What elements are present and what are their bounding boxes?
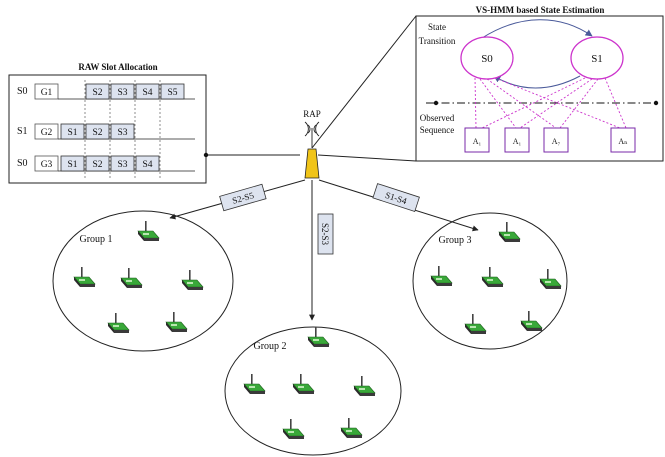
observed-sequence-label-1: Observed (420, 113, 455, 123)
slot-box (135, 155, 160, 172)
slot-label: S1 (67, 160, 77, 170)
raw-row-3: S0 G3 S1 S2 S3 S4 (17, 155, 195, 172)
slot-box (160, 83, 185, 100)
sensor-node-icon (181, 269, 204, 291)
connector-hmm-top (311, 15, 417, 149)
state-transition-label-2: Transition (419, 36, 456, 46)
group-box (34, 123, 59, 140)
row-state: S0 (17, 158, 28, 169)
transition-s0-s1 (481, 19, 593, 39)
observation-box (543, 127, 569, 153)
slot-label: S4 (142, 160, 152, 170)
sensor-node-icon (120, 267, 143, 289)
sensor-node-icon (73, 266, 96, 288)
link-label-3: S1-S4 (372, 183, 420, 212)
slot-label: S5 (167, 88, 177, 98)
rap-label: RAP (303, 109, 321, 119)
slot-box (110, 123, 135, 140)
sensor-node-icon (165, 311, 188, 333)
observation-label: A₇ (552, 137, 561, 146)
group-1-boundary (52, 210, 234, 352)
link-label-2: S2-S3 (317, 213, 334, 255)
sensor-node-icon (539, 268, 562, 290)
slot-label: S2 (92, 128, 102, 138)
rap-body (304, 148, 320, 179)
row-state: S0 (17, 86, 28, 97)
sensor-node-icon (340, 417, 363, 439)
link-label-1: S2-S5 (219, 183, 267, 212)
slot-label: S3 (117, 160, 127, 170)
raw-row-2: S1 G2 S1 S2 S3 (17, 123, 195, 140)
sensor-node-icon (520, 310, 543, 332)
group-1-cluster: Group 1 (52, 210, 234, 352)
slot-boundaries (84, 80, 161, 178)
sensor-node-icon (292, 373, 315, 395)
slot-box (110, 155, 135, 172)
slot-label: S2 (92, 160, 102, 170)
slot-label: S1 (67, 128, 77, 138)
connector-hmm-bottom (317, 154, 417, 162)
observation-label: A₁ (513, 137, 522, 146)
state-s1-label: S1 (591, 53, 603, 65)
slot-box (110, 83, 135, 100)
sensor-node-icon (481, 266, 504, 288)
group-3-cluster: Group 3 (412, 212, 568, 350)
raw-panel-title: RAW Slot Allocation (78, 62, 157, 72)
group-2-boundary (224, 326, 402, 456)
sensor-node-icon (107, 312, 130, 334)
sensor-node-icon (282, 418, 305, 440)
sensor-node-icon (430, 265, 453, 287)
sensor-node-icon (307, 326, 330, 348)
group-2-cluster: Group 2 (224, 326, 402, 456)
slot-label: S3 (117, 88, 127, 98)
group-box (34, 155, 59, 172)
observation-box (504, 127, 530, 153)
row-state: S1 (17, 126, 28, 137)
group-2-label: Group 2 (253, 341, 286, 352)
slot-box (85, 83, 110, 100)
group-3-label: Group 3 (438, 235, 471, 246)
state-s1 (570, 36, 624, 80)
slot-box (85, 123, 110, 140)
slot-box (85, 155, 110, 172)
hmm-panel: VS-HMM based State Estimation State Tran… (415, 5, 664, 162)
sensor-node-icon (464, 313, 487, 335)
raw-row-1: S0 G1 S2 S3 S4 S5 (17, 83, 195, 100)
sensor-node-icon (353, 375, 376, 397)
wifi-signal-icon (304, 121, 320, 148)
slot-label: S2 (92, 88, 102, 98)
sensor-node-icon (137, 220, 160, 242)
sensor-node-icon (243, 373, 266, 395)
row-group: G3 (41, 160, 53, 170)
transition-s1-s0 (493, 75, 581, 89)
row-group: G1 (41, 88, 53, 98)
group-box (34, 83, 59, 100)
slot-box (60, 155, 85, 172)
emission-lines (474, 77, 627, 129)
raw-slot-allocation-panel: RAW Slot Allocation S0 G1 S2 S3 S4 S5 S1 (8, 62, 207, 184)
observation-label: A₁ (473, 137, 482, 146)
slot-label: S4 (142, 88, 152, 98)
hmm-panel-title: VS-HMM based State Estimation (476, 5, 605, 15)
observation-box (610, 127, 636, 153)
state-s0-label: S0 (481, 53, 493, 65)
slot-box (135, 83, 160, 100)
link-label-text: S2-S3 (320, 223, 330, 246)
raw-panel-frame (8, 74, 207, 184)
row-group: G2 (41, 128, 53, 138)
rap-access-point: RAP (303, 109, 321, 179)
observed-sequence-label-2: Sequence (420, 125, 454, 135)
slot-box (60, 123, 85, 140)
group-3-boundary (412, 212, 568, 350)
observation-box (464, 127, 490, 153)
sensor-node-icon (498, 221, 521, 243)
hmm-panel-frame (415, 15, 664, 162)
group-1-label: Group 1 (79, 234, 112, 245)
state-transition-label-1: State (428, 22, 446, 32)
observation-label: Aₙ (618, 137, 628, 146)
slot-label: S3 (117, 128, 127, 138)
